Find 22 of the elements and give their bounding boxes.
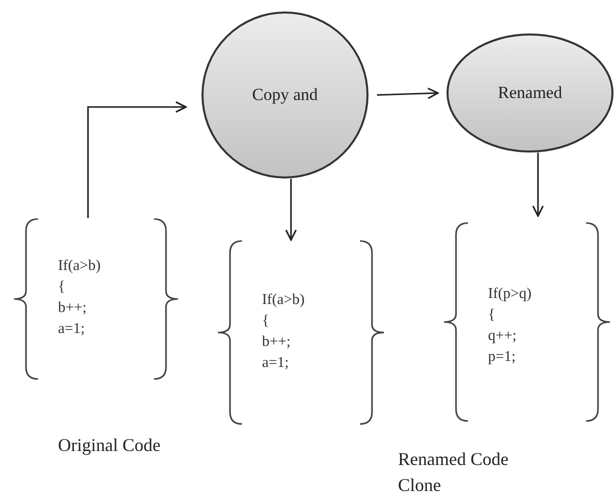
code-line: { [58, 278, 66, 297]
code-line: a=1; [58, 320, 85, 339]
code-line: If(p>q) [488, 285, 532, 304]
process-ellipse [446, 33, 614, 153]
code-line: If(a>b) [262, 291, 305, 310]
arrow [87, 101, 187, 218]
caption-text: Renamed Code Clone [398, 448, 510, 495]
code-line: a=1; [262, 354, 289, 373]
node-label: Copy and [251, 84, 319, 106]
arrow [376, 88, 439, 100]
code-line: b++; [262, 333, 291, 352]
code-line: { [488, 306, 496, 325]
arrow [532, 152, 544, 217]
node-label: Renamed [496, 82, 564, 104]
code-line: p=1; [488, 348, 516, 367]
code-line: b++; [58, 299, 87, 318]
caption-text: Original Code [58, 434, 160, 457]
process-ellipse [201, 11, 369, 179]
code-line: q++; [488, 327, 517, 346]
code-line: { [262, 312, 270, 331]
arrow [285, 178, 297, 241]
code-line: If(a>b) [58, 257, 101, 276]
